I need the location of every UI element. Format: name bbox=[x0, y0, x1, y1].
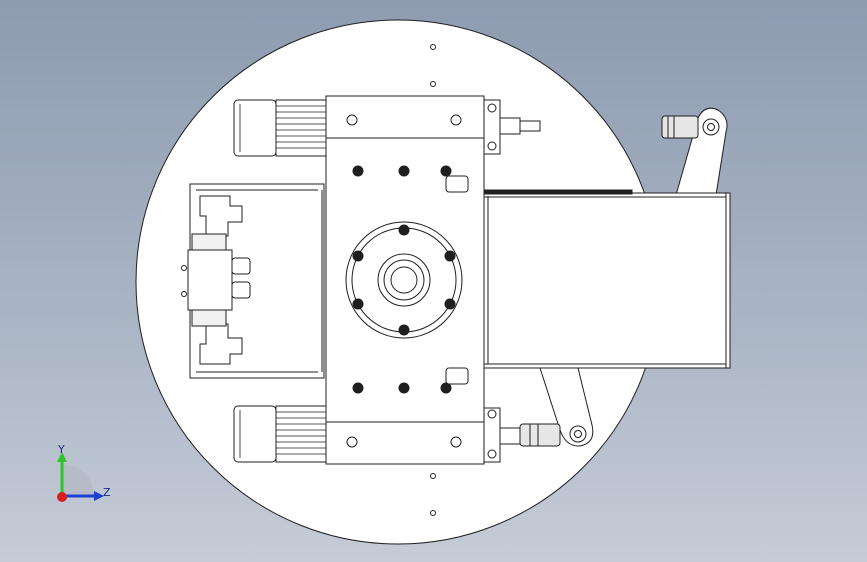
x-axis-dot bbox=[57, 492, 67, 502]
upper-swing-arm bbox=[661, 107, 728, 196]
top-clamp-block bbox=[325, 95, 541, 155]
z-axis-label: Z bbox=[103, 486, 111, 499]
right-housing bbox=[483, 189, 731, 369]
left-bracket bbox=[181, 183, 325, 379]
top-left-cylinder bbox=[233, 99, 327, 157]
y-axis-arrow bbox=[57, 452, 67, 462]
bottom-clamp-block bbox=[325, 407, 521, 465]
triad-quadrant bbox=[62, 464, 94, 496]
lower-swing-arm bbox=[519, 367, 594, 447]
coordinate-triad bbox=[57, 452, 104, 502]
center-flange bbox=[345, 221, 463, 339]
plate-marker-holes bbox=[430, 44, 436, 516]
y-axis-label: Y bbox=[58, 443, 65, 456]
z-axis-arrow bbox=[94, 491, 104, 501]
bottom-left-cylinder bbox=[233, 405, 327, 463]
